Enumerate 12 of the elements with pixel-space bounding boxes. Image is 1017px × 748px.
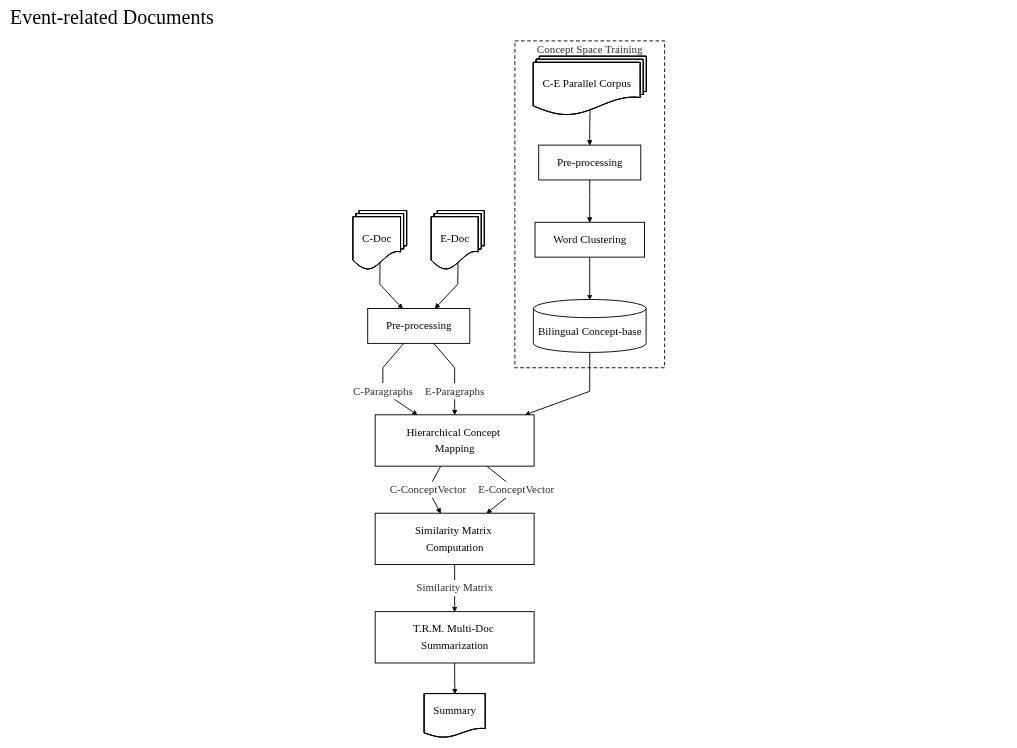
- edge-label: C-ConceptVector: [389, 483, 466, 496]
- node-box: T.R.M. Multi-Doc Summarization: [374, 611, 535, 664]
- node-box: Hierarchical Concept Mapping: [374, 414, 535, 467]
- node-box: Pre-processing: [367, 308, 470, 344]
- edge-label: Similarity Matrix: [416, 581, 493, 594]
- edge-label: E-Paragraphs: [424, 384, 485, 398]
- group-heading: Event-related Documents: [10, 6, 214, 29]
- node-box: Pre-processing: [538, 144, 641, 181]
- edge-label: E-ConceptVector: [478, 483, 554, 496]
- node-box: Word Clustering: [534, 221, 645, 258]
- node-box: Similarity Matrix Computation: [374, 512, 535, 566]
- edge-label: C-Paragraphs: [352, 384, 413, 398]
